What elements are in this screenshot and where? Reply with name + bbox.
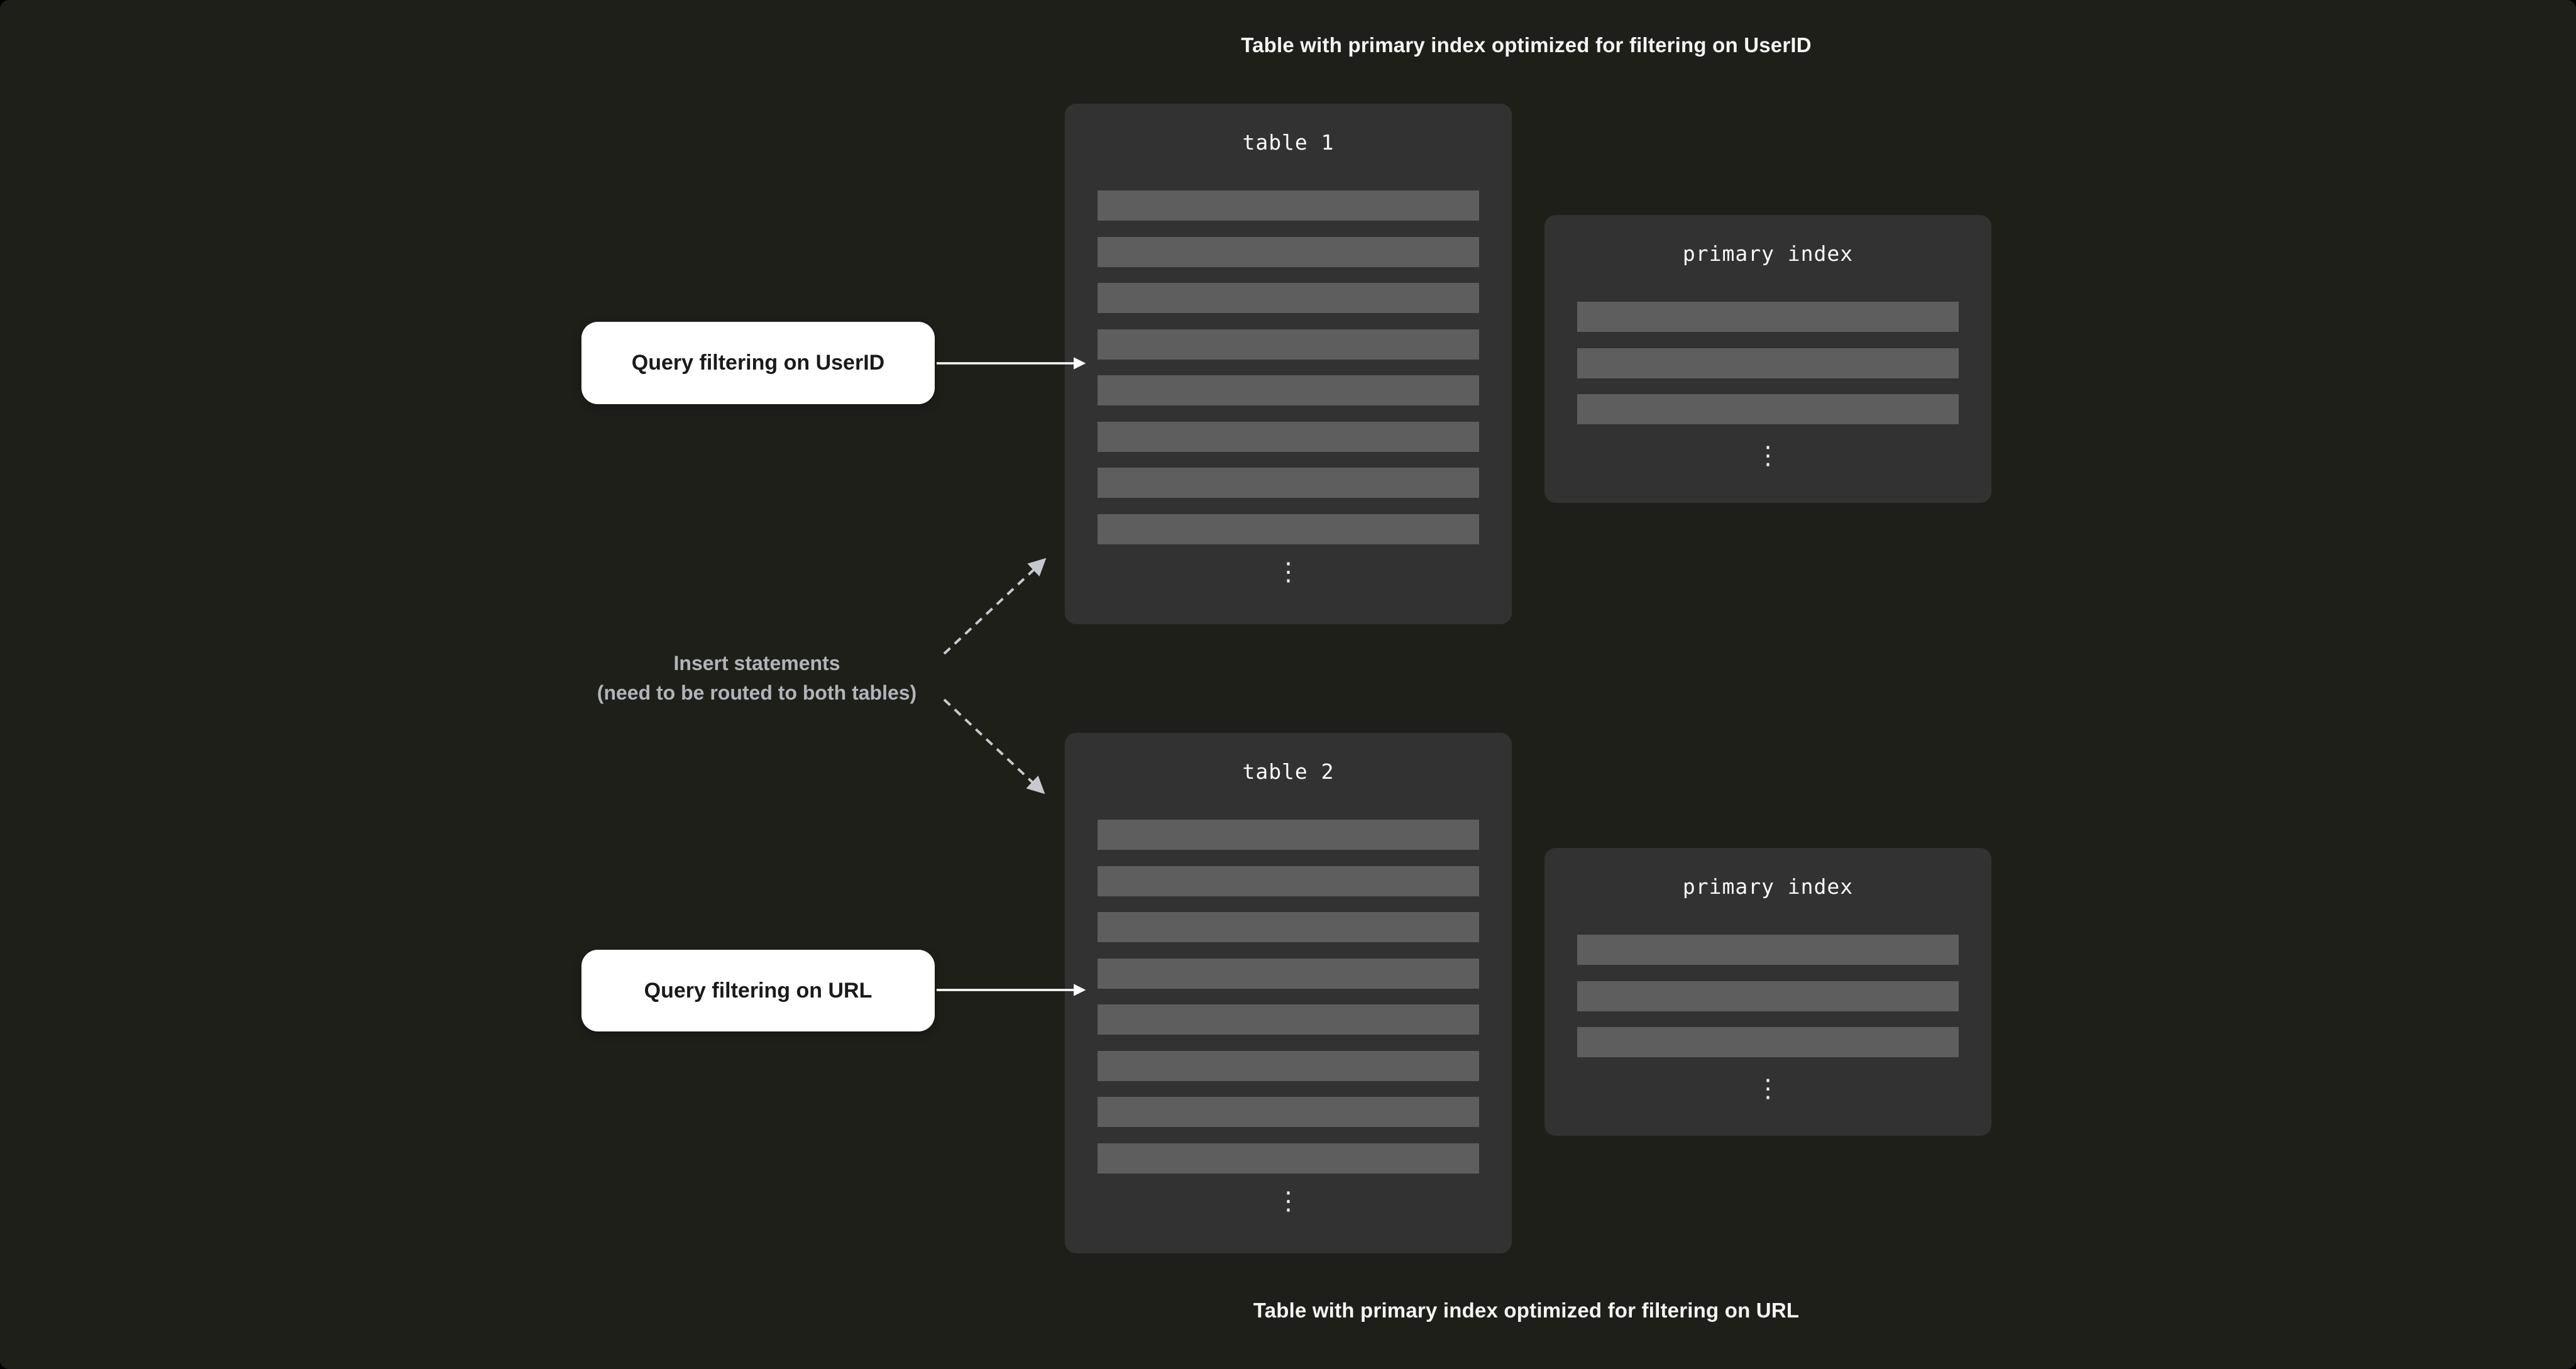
insert-statements-note: Insert statements (need to be routed to … (540, 649, 974, 708)
table-row (1098, 1097, 1479, 1127)
primary-index-2-panel: primary index ⋮ (1544, 848, 1991, 1136)
table-1-title: table 1 (1242, 130, 1335, 155)
table-row (1098, 820, 1479, 850)
table-row (1098, 190, 1479, 221)
table-1-panel: table 1 ⋮ (1065, 104, 1512, 624)
table-row (1098, 421, 1479, 452)
table-row (1098, 468, 1479, 498)
primary-index-1-title: primary index (1682, 241, 1854, 266)
dashed-arrow-insert-to-table-2 (943, 698, 1045, 794)
table-2-panel: table 2 ⋮ (1065, 733, 1512, 1253)
table-2-rows (1098, 820, 1479, 1174)
dashed-arrow-insert-to-table-1 (943, 558, 1047, 655)
query-filtering-userid-label: Query filtering on UserID (581, 322, 935, 404)
table-row (1098, 375, 1479, 405)
table-row (1098, 1004, 1479, 1035)
caption-bottom: Table with primary index optimized for f… (1253, 1299, 1800, 1322)
table-row (1098, 514, 1479, 544)
table-row (1577, 1027, 1959, 1057)
table-row (1577, 302, 1959, 332)
table-row (1098, 1143, 1479, 1174)
table-row (1577, 981, 1959, 1011)
table-row (1577, 394, 1959, 424)
table-row (1098, 958, 1479, 989)
vertical-ellipsis-icon: ⋮ (1755, 1074, 1781, 1103)
primary-index-1-rows (1577, 302, 1959, 424)
vertical-ellipsis-icon: ⋮ (1275, 1187, 1301, 1216)
table-row (1098, 912, 1479, 942)
table-row (1577, 348, 1959, 378)
table-row (1098, 866, 1479, 896)
table-2-title: table 2 (1242, 759, 1335, 784)
table-row (1098, 1050, 1479, 1081)
table-1-rows (1098, 190, 1479, 544)
vertical-ellipsis-icon: ⋮ (1755, 441, 1781, 470)
table-row (1098, 236, 1479, 267)
caption-top: Table with primary index optimized for f… (1241, 33, 1812, 57)
insert-note-line-2: (need to be routed to both tables) (597, 681, 917, 704)
primary-index-2-rows (1577, 935, 1959, 1057)
primary-index-2-title: primary index (1682, 874, 1854, 899)
table-row (1098, 283, 1479, 313)
table-row (1577, 935, 1959, 965)
table-row (1098, 329, 1479, 360)
query-filtering-url-label: Query filtering on URL (581, 950, 935, 1031)
insert-note-line-1: Insert statements (673, 652, 840, 674)
primary-index-1-panel: primary index ⋮ (1544, 215, 1991, 503)
vertical-ellipsis-icon: ⋮ (1275, 558, 1301, 586)
